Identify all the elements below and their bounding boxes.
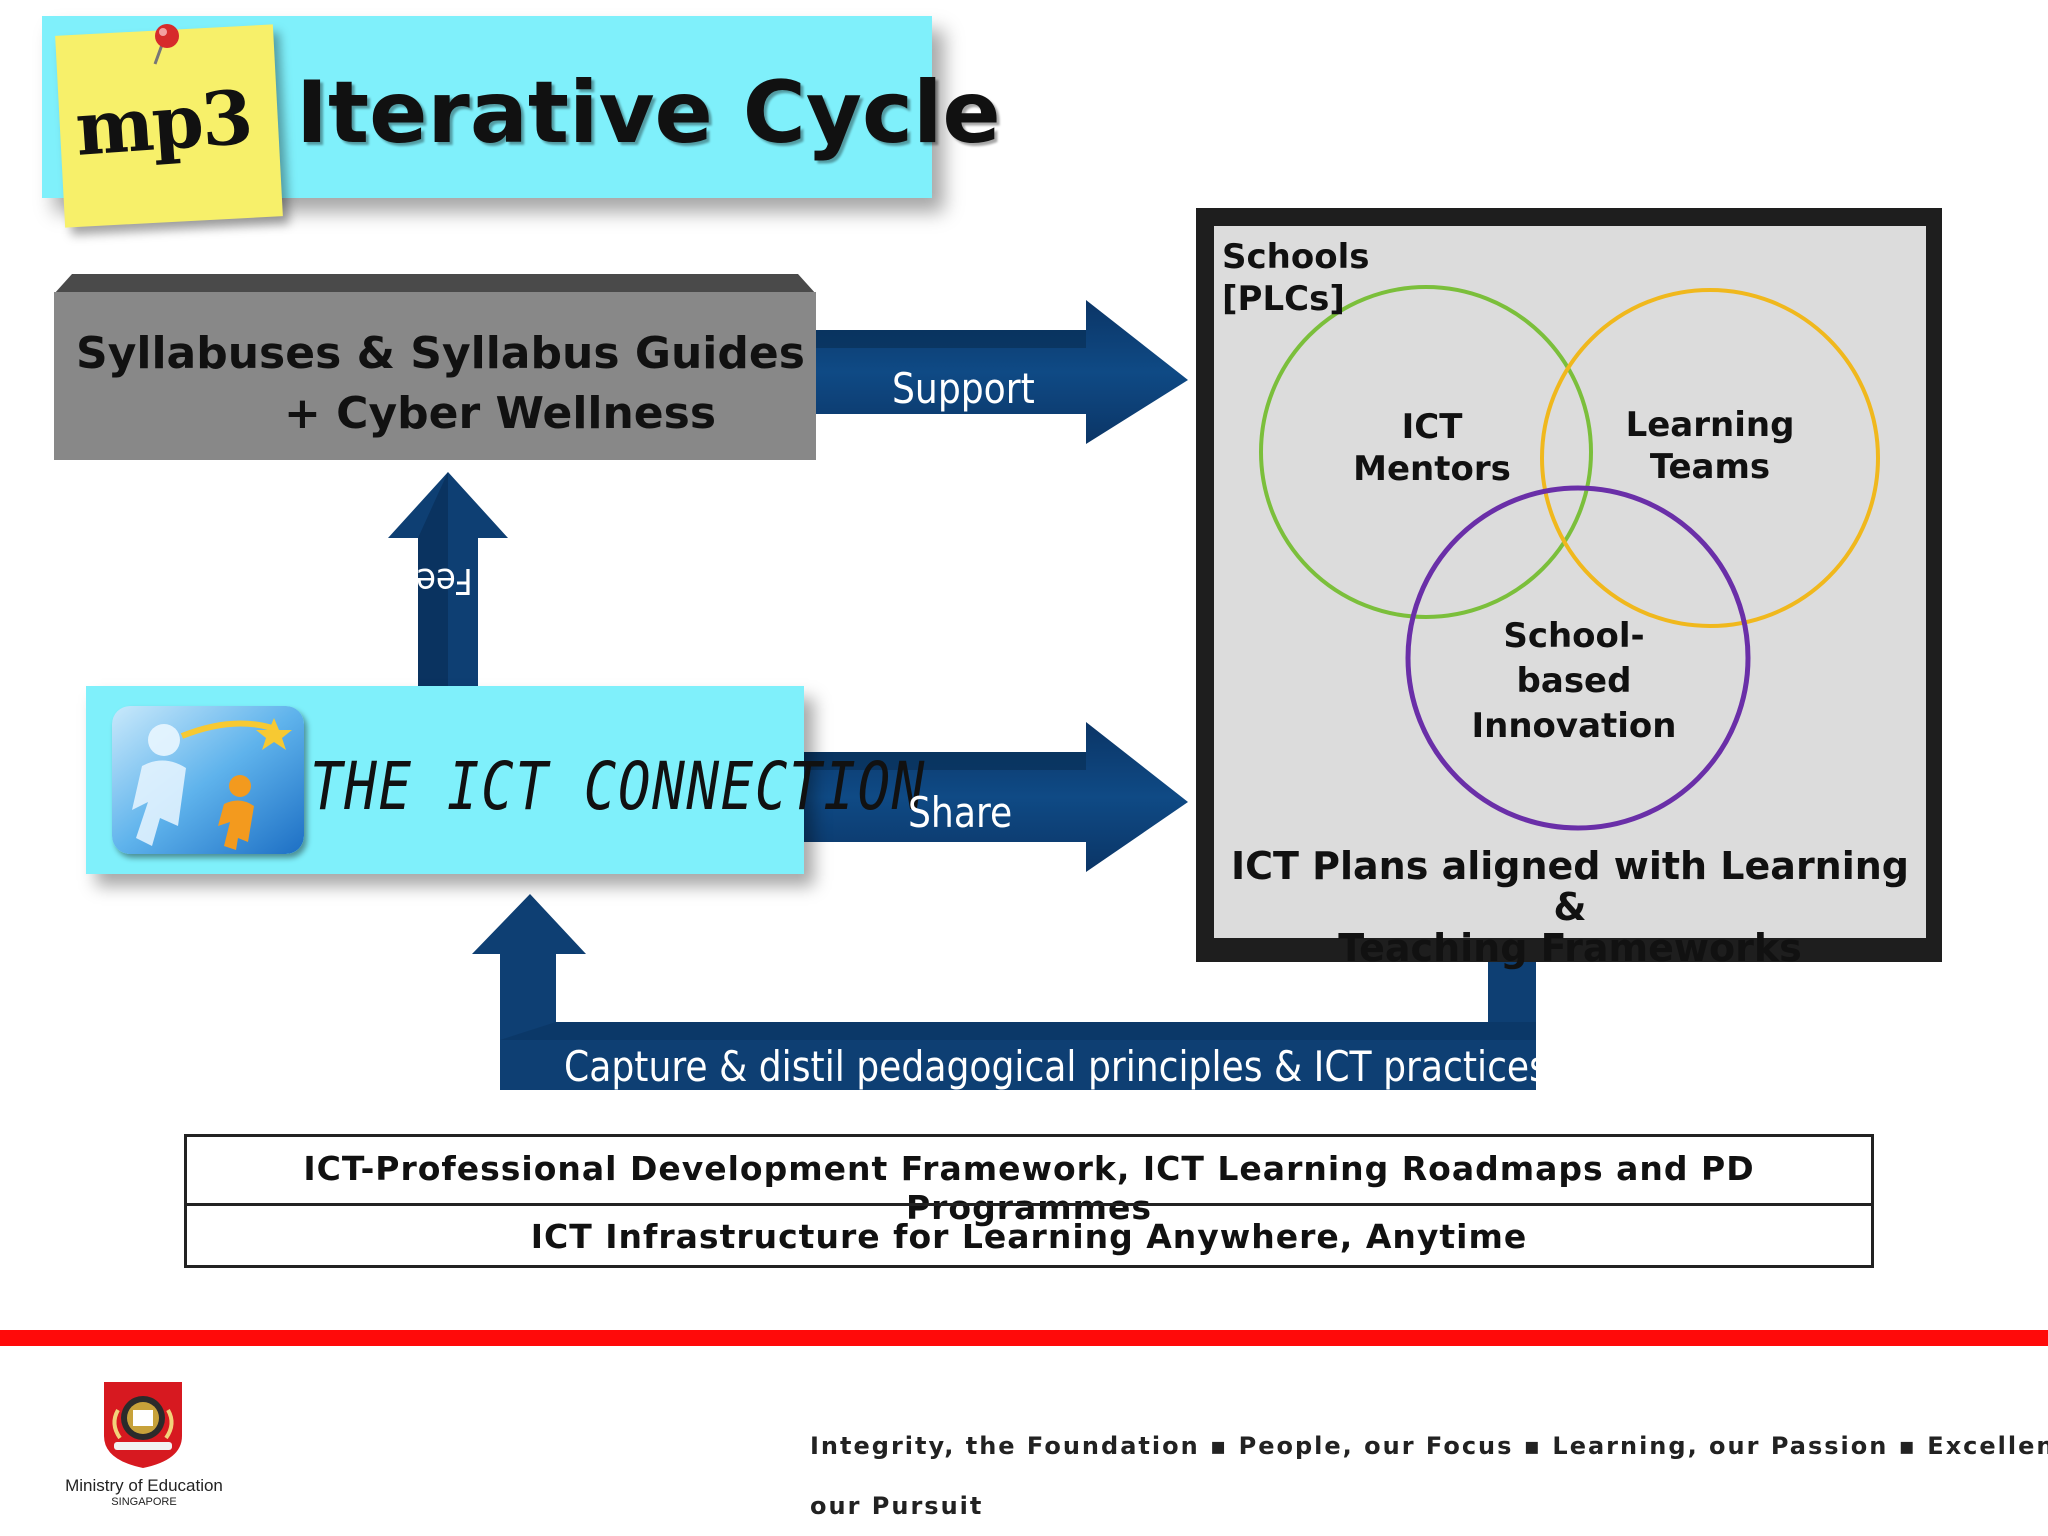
ict-mentors-circle (1259, 285, 1593, 619)
schools-label-line-1: Schools (1222, 237, 1370, 277)
moe-crest-logo (104, 1382, 182, 1468)
innovation-line-1: School- (1503, 616, 1645, 656)
framework-row-1: ICT-Professional Development Framework, … (303, 1149, 1755, 1227)
learning-teams-label: Learning Teams (1600, 404, 1820, 488)
innovation-circle (1405, 485, 1751, 831)
schools-label-line-2: [PLCs] (1222, 279, 1345, 319)
syllabus-box-bevel (54, 274, 816, 294)
innovation-line-3: Innovation (1471, 706, 1677, 746)
ict-mentors-line-1: ICT (1401, 407, 1463, 447)
syllabus-line-2: + Cyber Wellness (284, 388, 717, 439)
ict-mentors-line-2: Mentors (1353, 449, 1511, 489)
ict-connection-logo-icon (112, 706, 304, 854)
mp3-badge: mp3 (72, 74, 254, 173)
values-line-1: Integrity, the Foundation ▪ People, our … (810, 1432, 2048, 1460)
ict-plans-line-2: Teaching Frameworks (1338, 926, 1802, 970)
page-title: Iterative Cycle (296, 63, 1001, 163)
schools-box-inner (1214, 226, 1926, 938)
feedback-label: Feedback (416, 560, 473, 601)
syllabus-line-1: Syllabuses & Syllabus Guides (76, 328, 805, 379)
support-arrow (816, 300, 1188, 444)
feedback-up-arrow (388, 472, 508, 686)
framework-table: ICT-Professional Development Framework, … (184, 1134, 1874, 1268)
values-line-2: our Pursuit (810, 1492, 984, 1520)
moe-country: SINGAPORE (111, 1496, 177, 1508)
support-label: Support (892, 364, 1035, 413)
share-arrow (800, 722, 1188, 872)
footer-red-bar (0, 1330, 2048, 1346)
pushpin-icon (153, 24, 179, 65)
framework-divider (187, 1203, 1871, 1206)
syllabus-box: Syllabuses & Syllabus Guides + Cyber Wel… (54, 292, 816, 460)
ict-mentors-label: ICT Mentors (1332, 406, 1532, 490)
capture-label: Capture & distil pedagogical principles … (564, 1042, 1548, 1091)
innovation-line-2: based (1516, 661, 1632, 701)
ict-connection-label: THE ICT CONNECTION (310, 748, 927, 825)
ict-plans-text: ICT Plans aligned with Learning & Teachi… (1214, 846, 1926, 969)
capture-loop-arrow (472, 894, 1536, 1090)
share-label: Share (908, 788, 1013, 837)
learning-teams-line-2: Teams (1649, 447, 1771, 487)
schools-label: Schools [PLCs] (1222, 236, 1369, 320)
school-innovation-label: School- based Innovation (1464, 614, 1684, 749)
learning-teams-circle (1540, 288, 1880, 628)
learning-teams-line-1: Learning (1625, 405, 1795, 445)
venn-diagram (1259, 285, 1880, 831)
framework-row-2: ICT Infrastructure for Learning Anywhere… (530, 1217, 1528, 1256)
ict-plans-line-1: ICT Plans aligned with Learning & (1230, 844, 1910, 929)
moe-name: Ministry of Education (65, 1476, 223, 1495)
